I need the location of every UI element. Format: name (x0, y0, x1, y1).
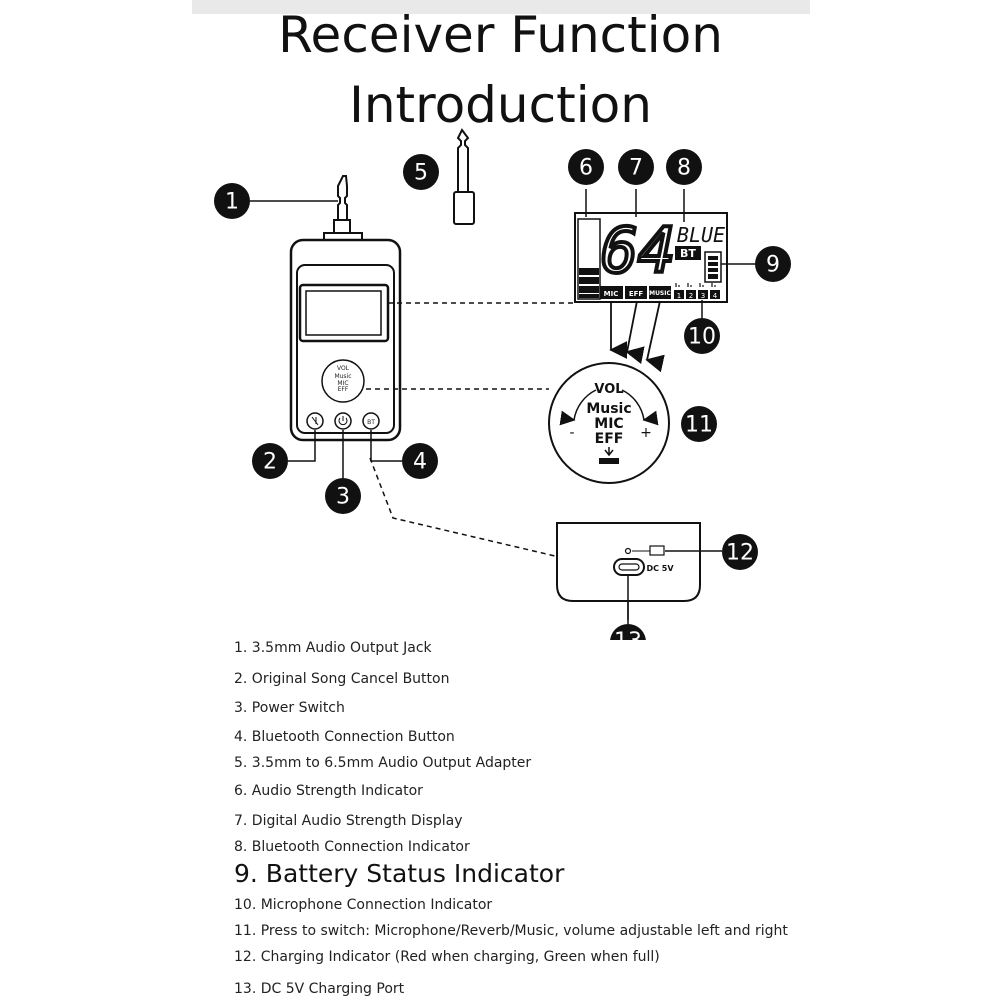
lcd-mic-tag: MIC (604, 290, 619, 298)
lcd-eff-tag: EFF (629, 290, 644, 298)
callout-5 (403, 154, 439, 190)
legend-item-13: 13. DC 5V Charging Port (234, 981, 405, 997)
callout-10-number: 10 (688, 325, 716, 350)
power-icon (338, 416, 348, 426)
arrow-music (645, 300, 665, 373)
knob-vol-label: VOL (594, 382, 623, 397)
knob-minus: - (569, 425, 574, 441)
receiver-diagram: VOL Music MIC EFF BT 64 BLUE BT (214, 128, 791, 620)
legend-item-5: 5. 3.5mm to 6.5mm Audio Output Adapter (234, 755, 532, 771)
callout-6 (568, 149, 604, 185)
lcd-music-tag: MUSIC (649, 290, 671, 297)
bt-button-label: BT (367, 419, 375, 426)
legend-item-2: 2. Original Song Cancel Button (234, 671, 450, 687)
title-line-2: Introduction (349, 76, 652, 134)
callout-13-label: 13 (614, 629, 642, 654)
legend-item-8: 8. Bluetooth Connection Indicator (234, 839, 470, 855)
callout-4 (402, 443, 438, 479)
lcd-digits: 64 (601, 214, 676, 287)
legend-item-6: 6. Audio Strength Indicator (234, 783, 423, 799)
callout-2 (252, 443, 288, 479)
channel-3: 3 (701, 292, 705, 300)
knob-left-arc (559, 389, 597, 426)
callout-4-number: 4 (413, 450, 427, 475)
big-knob: VOL Music MIC EFF - + (548, 362, 670, 484)
knob-plus: + (640, 425, 652, 441)
mute-icon (311, 416, 319, 426)
top-edge-bar (192, 0, 810, 14)
battery-icon (649, 545, 665, 556)
arrow-eff (625, 300, 645, 364)
callout-3-number: 3 (336, 485, 350, 510)
callout-8 (666, 149, 702, 185)
channel-1: 1 (677, 292, 681, 300)
knob-eff-label: EFF (595, 431, 624, 447)
audio-adapter (453, 128, 475, 225)
callout-12 (722, 534, 758, 570)
callout-5-number: 5 (414, 161, 428, 186)
callout-badges: 1 2 3 4 5 6 7 8 9 10 11 12 13 (214, 149, 791, 570)
legend-item-4: 4. Bluetooth Connection Button (234, 729, 455, 745)
charging-led (624, 547, 632, 555)
callout-7 (618, 149, 654, 185)
legend-item-9: 9. Battery Status Indicator (234, 859, 565, 888)
bt-button (362, 412, 380, 430)
charging-side-view: DC 5V (556, 522, 701, 602)
knob-right-arc (621, 389, 659, 426)
leader-2 (288, 430, 316, 462)
legend-item-7: 7. Digital Audio Strength Display (234, 813, 463, 829)
lcd-display: 64 BLUE BT MIC EFF MUSIC 1 2 3 4 (574, 212, 728, 303)
press-icon (599, 458, 619, 464)
callout-2-number: 2 (263, 450, 277, 475)
channel-2: 2 (689, 292, 693, 300)
channel-indicators: 1 2 3 4 (674, 283, 720, 300)
receiver-device: VOL Music MIC EFF BT (289, 175, 402, 442)
device-knob-eff: EFF (338, 386, 349, 393)
channel-4: 4 (713, 292, 718, 300)
port-link-line (369, 457, 556, 557)
callout-13-overflow (610, 600, 646, 640)
leader-4 (370, 430, 402, 462)
callout-8-number: 8 (677, 156, 691, 181)
legend-item-3: 3. Power Switch (234, 700, 345, 716)
callout-9 (755, 246, 791, 282)
device-knob-music: Music (334, 373, 351, 380)
callout-7-number: 7 (629, 156, 643, 181)
callout-9-number: 9 (766, 253, 780, 278)
legend-item-1: 1. 3.5mm Audio Output Jack (234, 640, 432, 656)
knob-music-label: Music (586, 401, 631, 417)
lcd-blue-label: BLUE (677, 223, 725, 247)
device-knob (321, 359, 365, 403)
audio-jack-plug (337, 175, 348, 221)
knob-mic-label: MIC (594, 416, 623, 432)
legend-item-11: 11. Press to switch: Microphone/Reverb/M… (234, 923, 788, 939)
callout-10 (684, 318, 720, 354)
lcd-bt-badge: BT (680, 247, 696, 260)
device-knob-mic: MIC (337, 380, 348, 387)
callout-12-number: 12 (726, 541, 754, 566)
callout-11 (681, 406, 717, 442)
callout-1 (214, 183, 250, 219)
callout-1-number: 1 (225, 190, 239, 215)
callout-3 (325, 478, 361, 514)
device-knob-vol: VOL (337, 365, 350, 372)
legend-item-12: 12. Charging Indicator (Red when chargin… (234, 949, 660, 965)
callout-6-number: 6 (579, 156, 593, 181)
title-line-1: Receiver Function (278, 6, 723, 64)
callout-11-number: 11 (685, 413, 713, 438)
legend-item-10: 10. Microphone Connection Indicator (234, 897, 493, 913)
dc-5v-label: DC 5V (646, 564, 674, 573)
